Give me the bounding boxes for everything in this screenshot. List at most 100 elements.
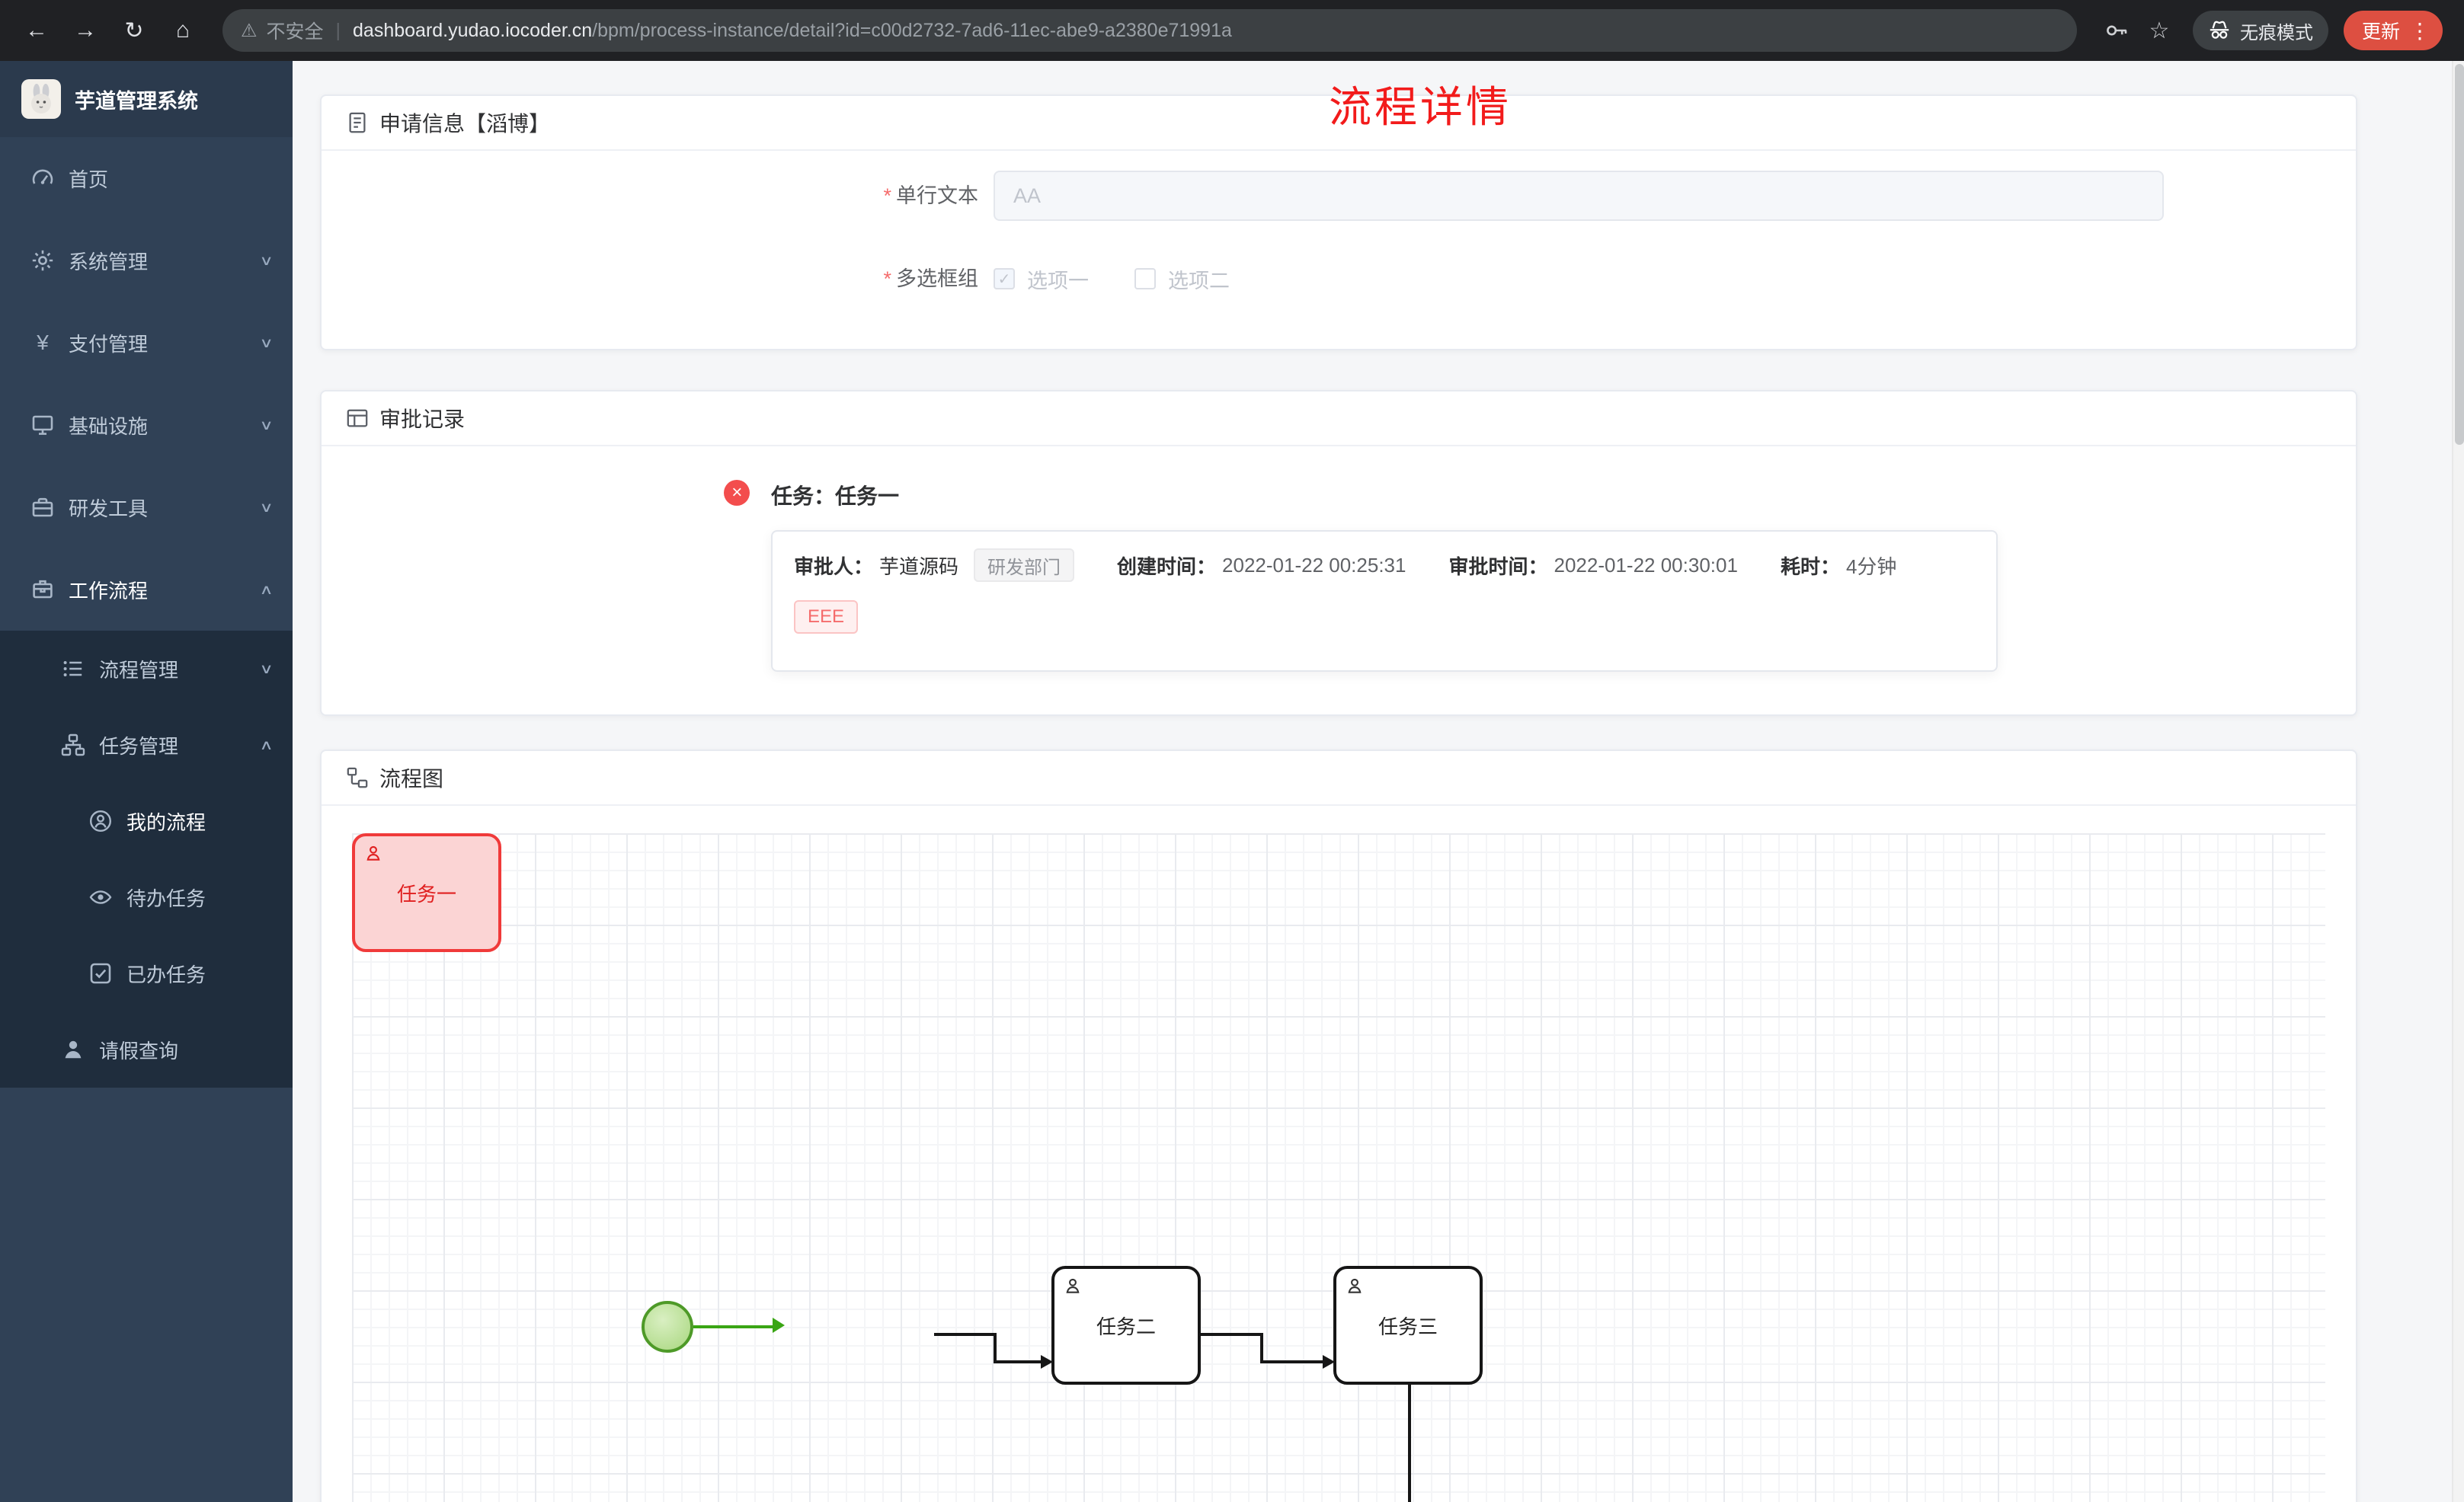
chevron-up-icon: ∧ bbox=[259, 737, 274, 753]
approved-time-label: 审批时间： bbox=[1448, 554, 1548, 578]
sidebar-item-label: 系统管理 bbox=[69, 250, 149, 273]
flow-diagram-card-title: 流程图 bbox=[379, 767, 444, 791]
sidebar-item-done-tasks[interactable]: 已办任务 bbox=[0, 935, 293, 1011]
sequence-flow-1 bbox=[994, 1360, 1041, 1363]
text-field-row: *单行文本 AA bbox=[322, 171, 2356, 221]
checkbox-group-row: *多选框组 ✓ 选项一 选项二 bbox=[322, 264, 2356, 294]
approval-record-card-title: 审批记录 bbox=[379, 407, 466, 431]
briefcase-icon bbox=[30, 577, 55, 602]
task-node-2[interactable]: 任务二 bbox=[1051, 1266, 1201, 1385]
task-label: 任务三 bbox=[1378, 1315, 1438, 1338]
check-box-icon bbox=[88, 961, 113, 986]
app-title: 芋道管理系统 bbox=[75, 89, 198, 113]
sidebar-item-workflow[interactable]: 工作流程 ∧ bbox=[0, 548, 293, 631]
sequence-flow-2 bbox=[1260, 1360, 1323, 1363]
refresh-icon[interactable]: ↻ bbox=[124, 18, 144, 43]
task-node-1[interactable]: 任务一 bbox=[352, 833, 501, 952]
sidebar-item-dev-tools[interactable]: 研发工具 ∨ bbox=[0, 466, 293, 548]
task-rejected-icon: × bbox=[724, 480, 750, 506]
list-icon bbox=[61, 657, 85, 681]
arrowhead-icon bbox=[1323, 1355, 1335, 1369]
scrollbar[interactable] bbox=[2452, 61, 2464, 1502]
back-icon[interactable]: ← bbox=[25, 18, 48, 43]
flow-diagram-card-header: 流程图 bbox=[322, 751, 2356, 806]
text-input: AA bbox=[994, 171, 2164, 221]
department-tag: 研发部门 bbox=[974, 548, 1075, 582]
sidebar-item-system-management[interactable]: 系统管理 ∨ bbox=[0, 219, 293, 302]
required-asterisk: * bbox=[883, 184, 891, 207]
eye-icon bbox=[88, 885, 113, 909]
gear-icon bbox=[30, 248, 55, 273]
sidebar-item-leave-query[interactable]: 请假查询 bbox=[0, 1011, 293, 1088]
sidebar-item-label: 支付管理 bbox=[69, 332, 149, 356]
sidebar-item-label: 研发工具 bbox=[69, 497, 149, 520]
forward-icon[interactable]: → bbox=[74, 18, 97, 43]
sequence-flow-1 bbox=[934, 1333, 994, 1336]
user-task-icon bbox=[1346, 1277, 1364, 1295]
approval-meta-row: 审批人： 芋道源码 研发部门 创建时间： 2022-01-22 00:25:31… bbox=[794, 548, 1975, 582]
workflow-submenu: 流程管理 ∨ 任务管理 ∧ 我的流程 待办任务 已办任务 bbox=[0, 631, 293, 1088]
chevron-down-icon: ∨ bbox=[259, 417, 274, 433]
flow-diagram-body: 任务一 任务二 任务三 bbox=[322, 806, 2356, 1502]
checkbox-option-label: 选项一 bbox=[1027, 269, 1089, 292]
flow-tree-icon bbox=[61, 733, 85, 757]
sidebar-item-payment-management[interactable]: ¥ 支付管理 ∨ bbox=[0, 302, 293, 384]
sidebar-item-todo-tasks[interactable]: 待办任务 bbox=[0, 859, 293, 935]
duration-value: 4分钟 bbox=[1845, 554, 1897, 578]
bpmn-canvas[interactable]: 任务一 任务二 任务三 bbox=[352, 833, 2325, 1502]
bookmark-star-icon[interactable]: ☆ bbox=[2149, 18, 2170, 43]
not-secure-label: 不安全 bbox=[266, 21, 324, 43]
approved-time-meta: 审批时间： 2022-01-22 00:30:01 bbox=[1448, 551, 1737, 580]
person-icon bbox=[61, 1037, 85, 1062]
key-icon[interactable] bbox=[2098, 12, 2135, 49]
apply-info-card-header: 申请信息【滔博】 bbox=[322, 96, 2356, 151]
address-bar[interactable]: ⚠ 不安全 | dashboard.yudao.iocoder.cn/bpm/p… bbox=[222, 9, 2077, 52]
apply-info-card: 申请信息【滔博】 *单行文本 AA *多选框组 ✓ 选项一 bbox=[320, 94, 2357, 350]
arrowhead-icon bbox=[1041, 1355, 1053, 1369]
sidebar-item-label: 请假查询 bbox=[99, 1039, 179, 1063]
chevron-down-icon: ∨ bbox=[259, 499, 274, 515]
task-label: 任务二 bbox=[1096, 1315, 1156, 1338]
user-task-icon bbox=[364, 844, 382, 862]
checkbox-option-2: 选项二 bbox=[1134, 264, 1230, 294]
approval-record-card: 审批记录 × 任务：任务一 审批人： 芋道源码 研发部门 创建时间： 2022-… bbox=[320, 390, 2357, 716]
sidebar-item-label: 任务管理 bbox=[99, 734, 179, 758]
task-label: 任务一 bbox=[396, 882, 456, 906]
app-logo[interactable]: 芋道管理系统 bbox=[0, 61, 293, 137]
sidebar-item-label: 待办任务 bbox=[126, 887, 206, 910]
chevron-up-icon: ∧ bbox=[259, 581, 274, 597]
yen-icon: ¥ bbox=[37, 331, 49, 354]
comment-tag: EEE bbox=[794, 600, 859, 634]
sidebar-item-my-processes[interactable]: 我的流程 bbox=[0, 783, 293, 859]
scrollbar-thumb[interactable] bbox=[2455, 64, 2464, 445]
browser-menu-icon[interactable]: ⋮ bbox=[2409, 18, 2430, 43]
diagram-icon bbox=[346, 766, 369, 789]
checkbox-group: ✓ 选项一 选项二 bbox=[994, 264, 1230, 294]
page-url: dashboard.yudao.iocoder.cn/bpm/process-i… bbox=[353, 20, 1232, 42]
flow-diagram-card: 流程图 任务一 任务二 bbox=[320, 749, 2357, 1502]
text-input-value: AA bbox=[1013, 184, 1042, 207]
sidebar-item-infrastructure[interactable]: 基础设施 ∨ bbox=[0, 384, 293, 466]
url-domain: dashboard.yudao.iocoder.cn bbox=[353, 19, 593, 41]
created-time-value: 2022-01-22 00:25:31 bbox=[1222, 553, 1406, 577]
approved-time-value: 2022-01-22 00:30:01 bbox=[1554, 553, 1738, 577]
sidebar-item-process-management[interactable]: 流程管理 ∨ bbox=[0, 631, 293, 707]
apply-form: *单行文本 AA *多选框组 ✓ 选项一 选项二 bbox=[322, 151, 2356, 294]
omnibox-divider: | bbox=[335, 19, 341, 41]
checkbox-group-label: *多选框组 bbox=[883, 267, 978, 290]
sidebar-item-home[interactable]: 首页 bbox=[0, 137, 293, 219]
toolbox-icon bbox=[30, 495, 55, 519]
update-button[interactable]: 更新 ⋮ bbox=[2343, 11, 2443, 50]
sidebar-item-task-management[interactable]: 任务管理 ∧ bbox=[0, 707, 293, 783]
checkbox-unchecked-icon bbox=[1134, 268, 1156, 289]
sequence-flow-3 bbox=[1408, 1385, 1411, 1502]
home-icon[interactable]: ⌂ bbox=[175, 18, 190, 43]
arrowhead-icon bbox=[773, 1318, 785, 1333]
duration-label: 耗时： bbox=[1780, 554, 1840, 578]
sidebar-item-label: 基础设施 bbox=[69, 414, 149, 438]
incognito-label: 无痕模式 bbox=[2239, 22, 2313, 43]
task-node-3[interactable]: 任务三 bbox=[1333, 1266, 1483, 1385]
start-event-node[interactable] bbox=[642, 1301, 693, 1353]
apply-info-card-title: 申请信息【滔博】 bbox=[379, 112, 551, 136]
